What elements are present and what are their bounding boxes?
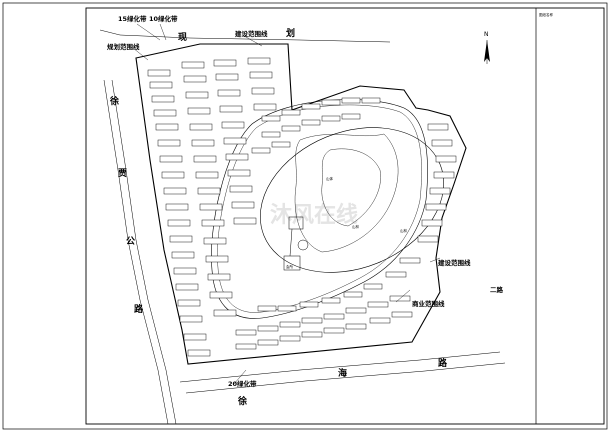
inner-frame — [85, 7, 605, 425]
construction-boundary-label: 建设范围线 — [234, 29, 268, 38]
forest-label: 山林 — [400, 228, 408, 233]
green-belt-20-label: 20绿化带 — [228, 379, 257, 388]
compass-letter: N — [484, 31, 489, 38]
green-belt-10-label: 10绿化带 — [149, 14, 178, 23]
road-east-mark: 二路 — [490, 285, 504, 294]
road-west-1: 徐 — [109, 95, 119, 107]
road-north-1: 现 — [178, 32, 187, 43]
construction-boundary-right-label: 建设范围线 — [437, 258, 471, 267]
commercial-boundary-label: 商业范围线 — [412, 299, 445, 308]
road-south-1: 海 — [338, 367, 347, 379]
road-south-3: 徐 — [237, 395, 247, 407]
road-north-2: 划 — [286, 27, 295, 39]
external-roads — [99, 29, 506, 425]
watermark: 沐风在线 — [270, 202, 358, 228]
central-park — [260, 127, 444, 273]
title-block-label: 图纸名称 — [539, 12, 553, 17]
road-west-4: 路 — [134, 303, 144, 315]
leader-lines — [132, 23, 441, 385]
planned-boundary-label: 规划范围线 — [107, 42, 140, 51]
mountain-label-2: 山林 — [352, 224, 360, 229]
internal-loop-road — [211, 99, 428, 319]
mountain-label: 山体 — [326, 176, 334, 181]
clubhouse — [283, 216, 309, 271]
green-belt-15-label: 15绿化带 — [118, 14, 147, 23]
road-west-3: 公 — [126, 236, 135, 247]
mountain-contour — [294, 133, 399, 253]
north-arrow-icon: N — [484, 31, 490, 64]
road-south-2: 路 — [438, 357, 448, 369]
road-west-2: 贾 — [118, 168, 127, 179]
clubhouse-label: 会所 — [286, 264, 294, 269]
